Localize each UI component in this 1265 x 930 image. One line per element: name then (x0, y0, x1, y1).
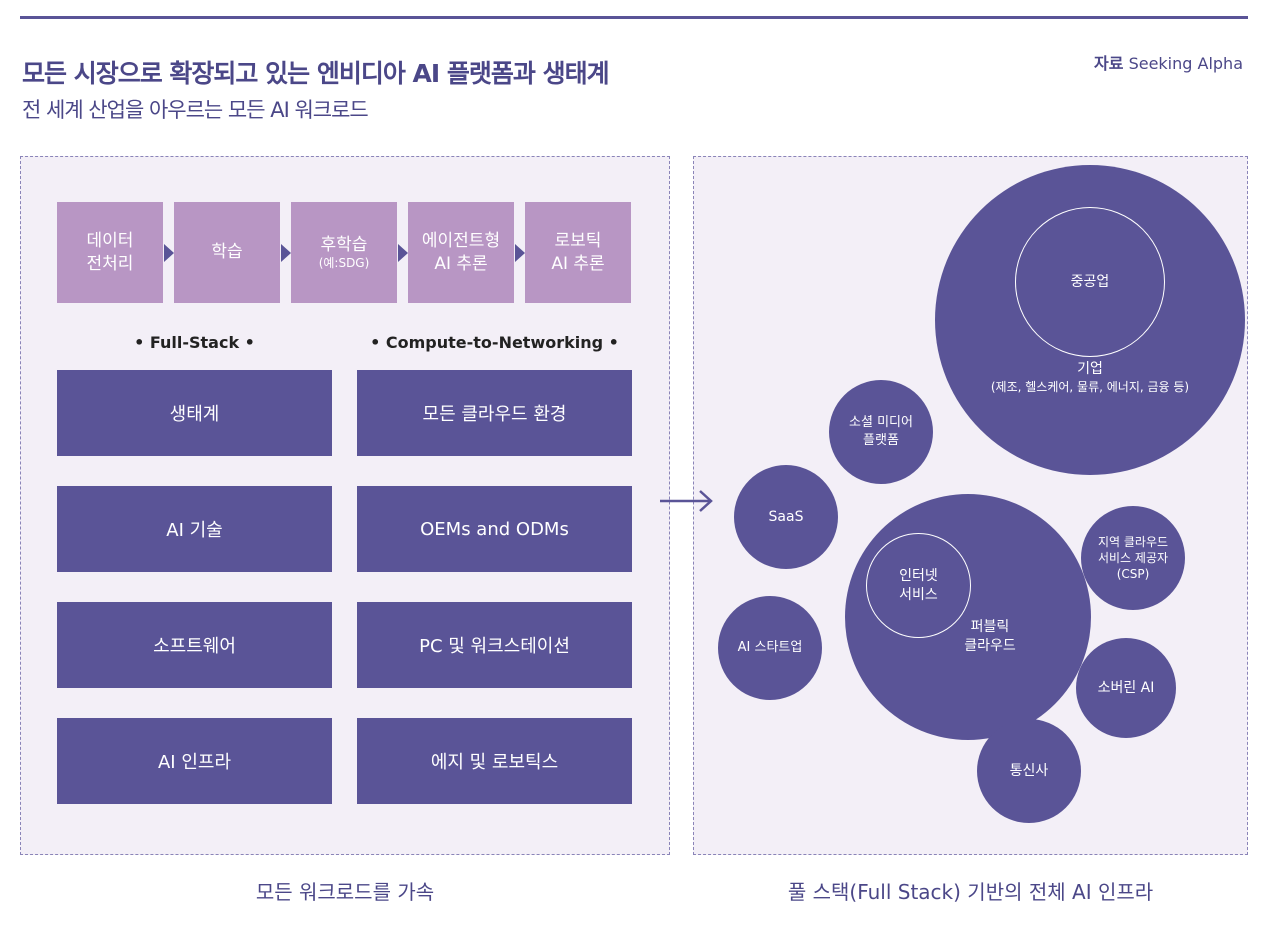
bubble-label: 인터넷 (899, 567, 938, 584)
bubble-label: (CSP) (1116, 567, 1150, 582)
bubble-label: 클라우드 (964, 638, 1016, 654)
flow-arrow-icon (515, 244, 525, 262)
compute-item: 모든 클라우드 환경 (357, 370, 632, 456)
step-label: 학습 (211, 242, 243, 263)
pipeline-step: 후학습(예:SDG) (291, 202, 397, 303)
flow-arrow-icon (281, 244, 291, 262)
page-title: 모든 시장으로 확장되고 있는 엔비디아 AI 플랫폼과 생태계 (22, 59, 610, 88)
bubble-label: 플랫폼 (863, 433, 899, 448)
step-label: 후학습 (320, 234, 368, 255)
bubble-sublabel: (제조, 헬스케어, 물류, 에너지, 금융 등) (990, 379, 1190, 394)
step-label: 로보틱 (554, 231, 602, 252)
bubble-label: 퍼블릭 (970, 619, 1010, 636)
step-label: 전처리 (86, 253, 134, 274)
flow-arrow-icon (398, 244, 408, 262)
bubble-label: 소셜 미디어 (849, 415, 913, 431)
page-subtitle: 전 세계 산업을 아우르는 모든 AI 워크로드 (22, 98, 369, 122)
bubble-saas: SaaS (734, 465, 838, 569)
full-stack-item: AI 기술 (57, 486, 332, 572)
left-caption: 모든 워크로드를 가속 (255, 880, 435, 904)
step-label: 데이터 (86, 231, 134, 252)
bubble-label: 기업 (1077, 361, 1103, 377)
bubble-label: SaaS (768, 508, 804, 525)
top-rule (20, 16, 1248, 19)
bubble-ai-startup: AI 스타트업 (718, 596, 822, 700)
step-label: AI 추론 (434, 253, 488, 274)
full-stack-item: 생태계 (57, 370, 332, 456)
step-note: (예:SDG) (318, 255, 370, 270)
source-label: 자료 (1094, 54, 1124, 73)
step-label: 에이전트형 (421, 231, 501, 252)
bubble-label: 통신사 (1009, 762, 1049, 779)
right-caption: 풀 스택(Full Stack) 기반의 전체 AI 인프라 (787, 880, 1154, 904)
full-stack-item: 소프트웨어 (57, 602, 332, 688)
full-stack-heading: • Full-Stack • (134, 333, 255, 352)
bubble-label: 서비스 제공자 (1097, 550, 1169, 565)
bubble-label: 지역 클라우드 (1097, 534, 1169, 549)
compute-networking-heading: • Compute-to-Networking • (370, 333, 619, 352)
step-label: AI 추론 (551, 253, 605, 274)
compute-item: PC 및 워크스테이션 (357, 602, 632, 688)
right-arrow-icon (660, 490, 713, 512)
pipeline-step: 학습 (174, 202, 280, 303)
bubble-label: 서비스 (899, 586, 938, 603)
bubble-sovereign-ai: 소버린 AI (1076, 638, 1176, 738)
full-stack-item: AI 인프라 (57, 718, 332, 804)
compute-item: 에지 및 로보틱스 (357, 718, 632, 804)
compute-item: OEMs and ODMs (357, 486, 632, 572)
bubble-telecom: 통신사 (977, 719, 1081, 823)
bubble-label: 소버린 AI (1097, 679, 1155, 696)
bubble-heavy-industry: 중공업 (1015, 207, 1165, 357)
source-name: Seeking Alpha (1128, 54, 1243, 73)
bubble-label: AI 스타트업 (737, 640, 803, 656)
flow-arrow-icon (164, 244, 174, 262)
source-note: 자료 Seeking Alpha (1094, 50, 1243, 74)
